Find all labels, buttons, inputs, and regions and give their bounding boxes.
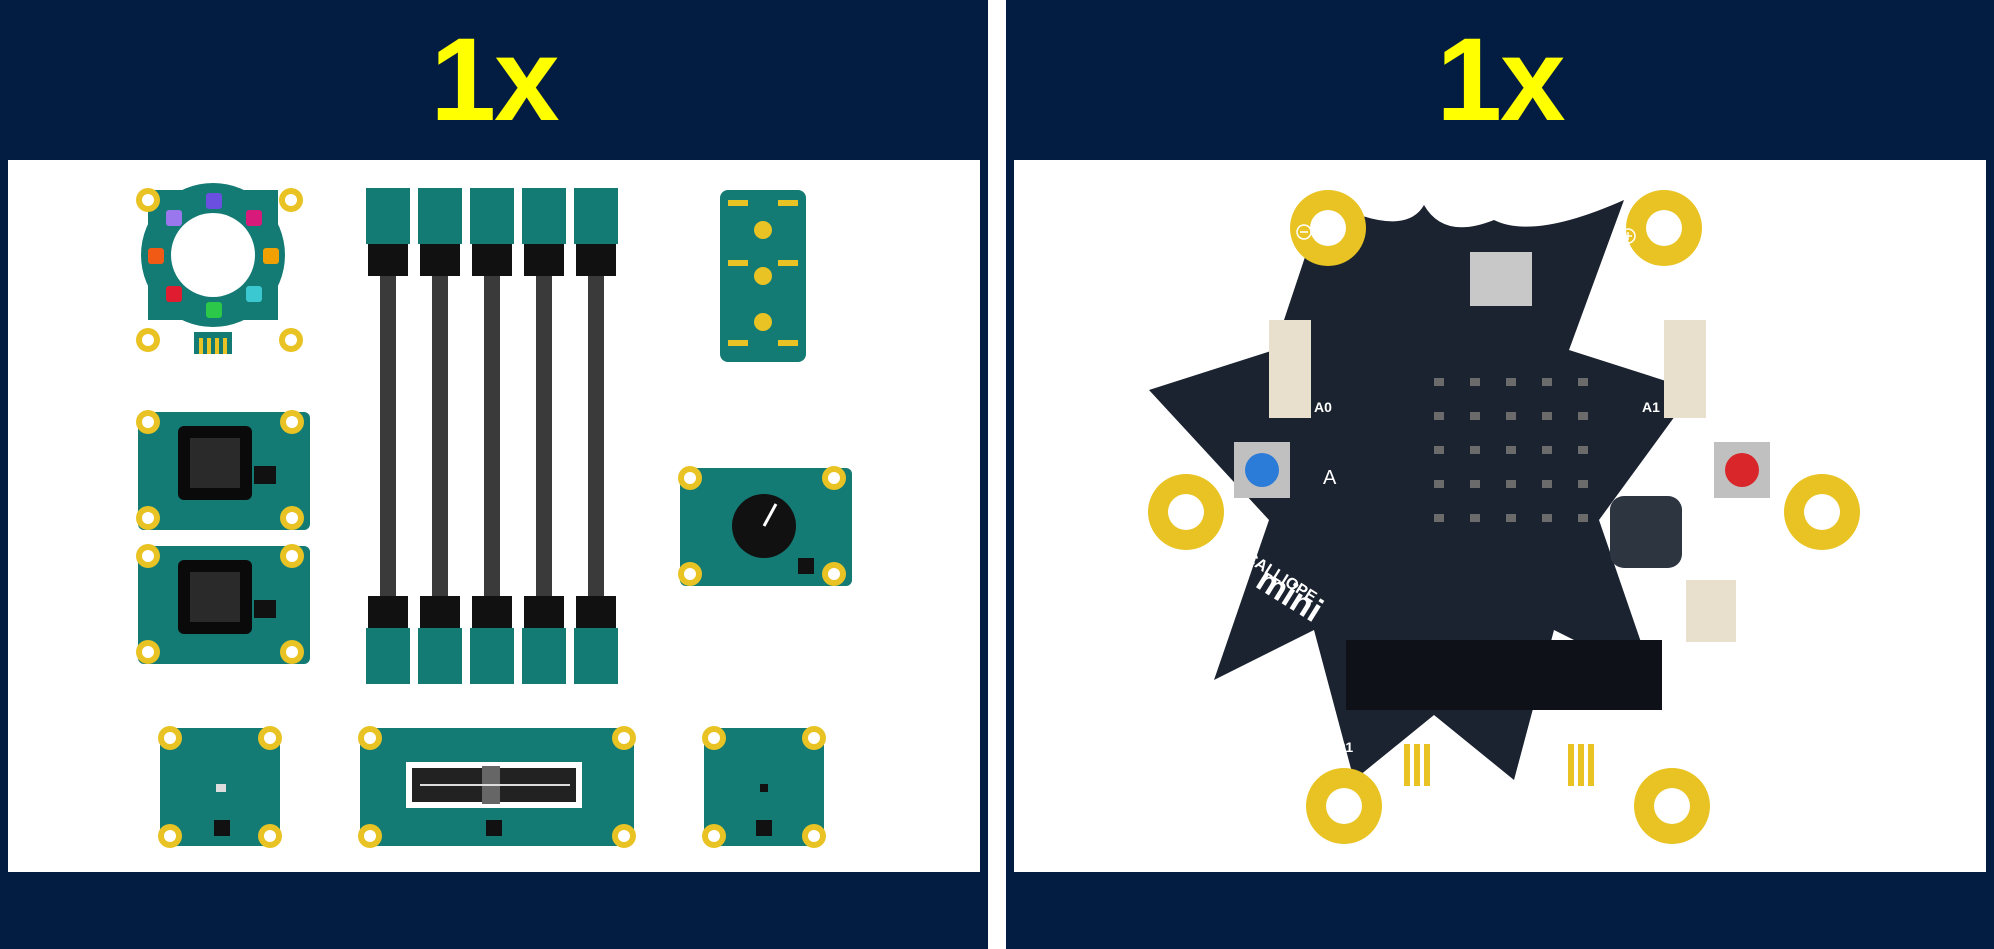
led-matrix: [1434, 378, 1588, 522]
button-a: [1234, 442, 1290, 498]
right-panel: 1x: [1006, 0, 1994, 949]
edge-connectors: [1404, 744, 1594, 786]
label-p0: P0: [1224, 511, 1241, 527]
label-button-b: B: [1668, 457, 1681, 479]
lightning-icon: [1748, 562, 1764, 588]
speaker: [1610, 496, 1682, 568]
sensor-module-1: [136, 410, 310, 530]
sensor-module-2: [136, 544, 310, 664]
right-quantity-heading: 1x: [1436, 14, 1565, 146]
plus-icon: [1620, 228, 1636, 244]
slider-module: [358, 726, 636, 848]
rgb-led-ring-module: [136, 183, 303, 354]
module-kit-image: [8, 160, 980, 872]
minus-icon: [1296, 224, 1312, 240]
splitter-module: [720, 190, 806, 362]
left-quantity-heading: 1x: [430, 14, 559, 146]
connector-battery: [1686, 580, 1736, 642]
connector-a1: [1664, 320, 1706, 418]
calliope-mini-image: A0 A1 P0 P3 P1 P2 A B CALLIOPE mini: [1014, 160, 1986, 872]
label-p3: P3: [1766, 509, 1783, 525]
button-b: [1714, 442, 1770, 498]
label-a1: A1: [1642, 399, 1660, 415]
calliope-logo: [1174, 550, 1204, 576]
connector-a0: [1269, 320, 1311, 418]
usb-connector: [1470, 252, 1532, 306]
label-a0: A0: [1314, 399, 1332, 415]
connector-cables: [366, 188, 618, 684]
label-p2: P2: [1664, 739, 1681, 755]
left-panel: 1x: [0, 0, 988, 949]
calliope-mini-board-illustration: A0 A1 P0 P3 P1 P2 A B CALLIOPE mini: [1148, 190, 1860, 844]
mounting-pads: [1148, 190, 1860, 844]
light-sensor-module: [158, 726, 282, 848]
pin-header: [1346, 640, 1662, 710]
label-p1: P1: [1336, 739, 1353, 755]
potentiometer-module: [678, 466, 852, 586]
label-button-a: A: [1323, 467, 1337, 489]
module-kit-illustration: [136, 183, 852, 848]
microphone-module: [702, 726, 826, 848]
